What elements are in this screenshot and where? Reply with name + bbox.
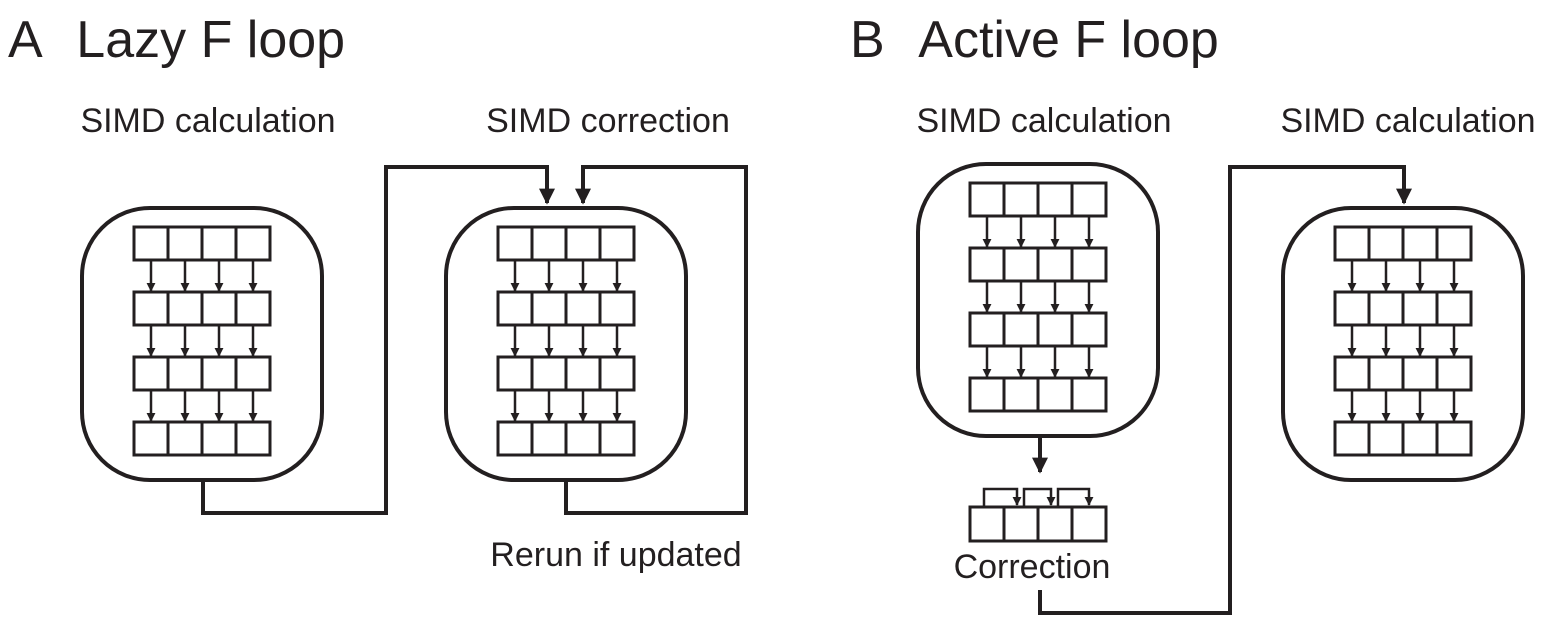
simd-cell (234, 225, 272, 262)
a-right-simd-grid (496, 225, 636, 457)
simd-cell (166, 225, 204, 262)
simd-cell (1401, 290, 1439, 327)
simd-cell (1070, 246, 1108, 283)
simd-cell (968, 376, 1006, 413)
simd-cell (1333, 290, 1371, 327)
panel-a-loop-label: Rerun if updated (490, 536, 741, 574)
correction-cell (1070, 505, 1108, 543)
simd-cell (598, 355, 636, 392)
simd-cell (564, 225, 602, 262)
simd-cell (496, 355, 534, 392)
simd-cell (200, 420, 238, 457)
simd-cell (1333, 420, 1371, 457)
panel-b-title-text: Active F loop (918, 11, 1219, 69)
simd-cell (132, 420, 170, 457)
simd-cell (1333, 225, 1371, 262)
simd-cell (1036, 246, 1074, 283)
simd-cell (1435, 225, 1473, 262)
panel-b-right-label: SIMD calculation (1280, 102, 1535, 140)
simd-cell (1435, 290, 1473, 327)
simd-cell (564, 355, 602, 392)
panel-b-letter: B (850, 11, 885, 69)
simd-cell (1435, 420, 1473, 457)
simd-cell (530, 420, 568, 457)
panel-a-title-text: Lazy F loop (76, 11, 345, 69)
simd-cell (530, 355, 568, 392)
simd-cell (132, 290, 170, 327)
b-right-simd-grid (1333, 225, 1473, 457)
a-rerun-loop-connector (564, 165, 748, 515)
simd-cell (968, 311, 1006, 348)
simd-cell (132, 355, 170, 392)
correction-cell (1036, 505, 1074, 543)
correction-cell (968, 505, 1006, 543)
simd-cell (1367, 225, 1405, 262)
simd-cell (234, 290, 272, 327)
simd-cell (1435, 355, 1473, 392)
simd-cell (1070, 181, 1108, 218)
simd-cell (1036, 311, 1074, 348)
panel-b-correction-label: Correction (954, 548, 1111, 586)
simd-cell (166, 355, 204, 392)
simd-cell (1070, 376, 1108, 413)
simd-cell (1036, 181, 1074, 218)
panel-a-right-label: SIMD correction (486, 102, 730, 140)
simd-cell (1036, 376, 1074, 413)
panel-b-left-label: SIMD calculation (916, 102, 1171, 140)
simd-cell (1002, 376, 1040, 413)
simd-cell (1401, 225, 1439, 262)
correction-carry-arrow (982, 487, 1022, 507)
simd-cell (200, 355, 238, 392)
a-left-simd-grid (132, 225, 272, 457)
panel-b-title: B Active F loop (850, 11, 1219, 69)
panel-a-letter: A (8, 11, 43, 69)
simd-cell (1070, 311, 1108, 348)
simd-cell (968, 181, 1006, 218)
simd-cell (1002, 311, 1040, 348)
simd-cell (564, 290, 602, 327)
simd-cell (598, 290, 636, 327)
simd-cell (564, 420, 602, 457)
simd-cell (1002, 246, 1040, 283)
simd-cell (1401, 355, 1439, 392)
simd-cell (496, 290, 534, 327)
simd-cell (496, 225, 534, 262)
correction-row (968, 487, 1108, 543)
simd-cell (496, 420, 534, 457)
simd-cell (234, 420, 272, 457)
correction-carry-arrow (1022, 487, 1056, 507)
simd-cell (166, 420, 204, 457)
panel-a-title: A Lazy F loop (8, 11, 345, 69)
simd-cell (166, 290, 204, 327)
a-forward-connector (201, 165, 555, 515)
simd-cell (200, 290, 238, 327)
simd-cell (530, 225, 568, 262)
simd-cell (598, 225, 636, 262)
simd-cell (200, 225, 238, 262)
simd-cell (598, 420, 636, 457)
b-left-simd-grid (968, 181, 1108, 413)
simd-cell (968, 246, 1006, 283)
b-right-container (1281, 206, 1525, 482)
correction-cell (1002, 505, 1040, 543)
simd-cell (132, 225, 170, 262)
simd-cell (1401, 420, 1439, 457)
correction-carry-arrow (1056, 487, 1094, 507)
simd-cell (1367, 290, 1405, 327)
panel-a-left-label: SIMD calculation (80, 102, 335, 140)
simd-cell (530, 290, 568, 327)
simd-cell (1367, 355, 1405, 392)
simd-cell (1333, 355, 1371, 392)
b-correction-to-right-connector (1038, 165, 1412, 615)
simd-cell (234, 355, 272, 392)
simd-cell (1002, 181, 1040, 218)
simd-cell (1367, 420, 1405, 457)
